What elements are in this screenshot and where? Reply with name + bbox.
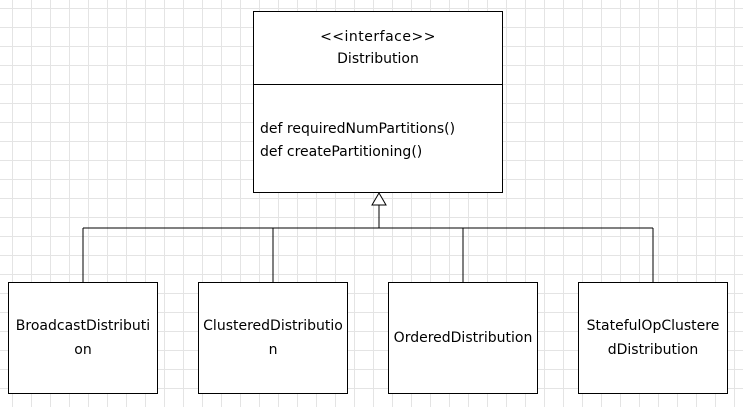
class-box-broadcast-distribution[interactable]: BroadcastDistribution: [8, 282, 158, 394]
class-box-stateful-op-clustered-distribution[interactable]: StatefulOpClusteredDistribution: [578, 282, 728, 394]
realization-arrowhead: [371, 192, 387, 206]
method-create-partitioning: def createPartitioning(): [260, 144, 423, 160]
class-box-ordered-distribution[interactable]: OrderedDistribution: [388, 282, 538, 394]
class-name: Distribution: [337, 51, 419, 67]
method-required-num-partitions: def requiredNumPartitions(): [260, 121, 456, 137]
interface-class-box[interactable]: <<interface>> Distribution def requiredN…: [253, 11, 503, 193]
class-name: BroadcastDistribution: [15, 318, 151, 358]
class-name: StatefulOpClusteredDistribution: [586, 318, 720, 358]
class-name: ClusteredDistribution: [203, 318, 343, 358]
stereotype-label: <<interface>>: [320, 29, 436, 45]
class-box-clustered-distribution[interactable]: ClusteredDistribution: [198, 282, 348, 394]
method-list: def requiredNumPartitions() def createPa…: [254, 85, 502, 164]
class-header: <<interface>> Distribution: [254, 12, 502, 85]
class-name: OrderedDistribution: [393, 330, 533, 346]
